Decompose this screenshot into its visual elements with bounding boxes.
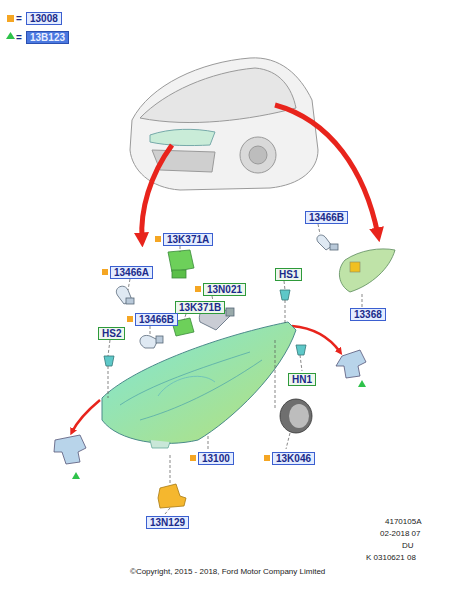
callout-number: 13K371A xyxy=(167,234,209,245)
callout-box: 13466B xyxy=(135,313,178,326)
equals-sign: = xyxy=(16,32,22,43)
red-arrow xyxy=(275,105,378,235)
callout-number: HS1 xyxy=(279,269,298,280)
callout-number: 13K371B xyxy=(179,302,221,313)
drawing-note: ©Copyright, 2015 - 2018, Ford Motor Comp… xyxy=(130,567,325,576)
equals-sign: = xyxy=(16,13,22,24)
red-arrow xyxy=(72,400,100,432)
legend-entry: 13008 xyxy=(26,12,62,25)
cap-grommet xyxy=(280,399,312,433)
callout-number: 13466A xyxy=(114,267,149,278)
part-markers xyxy=(102,236,270,461)
callout-box: 13K371B xyxy=(175,301,225,314)
legend-text: 13008 xyxy=(30,13,58,24)
callout-number: 13N129 xyxy=(150,517,185,528)
callout-box: 13K046 xyxy=(272,452,315,465)
callout-box: 13466B xyxy=(305,211,348,224)
callout-box: HN1 xyxy=(288,373,316,386)
callout-box: 13K371A xyxy=(163,233,213,246)
callout-box: 13368 xyxy=(350,308,386,321)
drawing-note: 4170105A xyxy=(385,517,421,526)
headlamp-assembly xyxy=(102,322,296,448)
mounting-bracket xyxy=(54,435,86,464)
callout-number: 13N021 xyxy=(207,284,242,295)
legend-entry: 13B123 xyxy=(26,31,69,44)
triangle-marker xyxy=(72,472,80,479)
callout-number: 13466B xyxy=(309,212,344,223)
callout-box: 13N021 xyxy=(203,283,246,296)
drawing-note: K 0310621 08 xyxy=(366,553,416,562)
red-arrow xyxy=(142,145,172,240)
callout-number: 13K046 xyxy=(276,453,311,464)
leader-lines xyxy=(108,224,362,514)
callout-number: HS2 xyxy=(102,328,121,339)
callout-number: 13466B xyxy=(139,314,174,325)
drawing-note: 02-2018 07 xyxy=(380,529,420,538)
adjuster-bracket xyxy=(158,484,186,508)
callout-box: 13N129 xyxy=(146,516,189,529)
drawing-note: DU xyxy=(402,541,414,550)
callout-box: 13466A xyxy=(110,266,153,279)
callout-number: HN1 xyxy=(292,374,312,385)
callout-box: 13100 xyxy=(198,452,234,465)
triangle-marker xyxy=(358,380,366,387)
legend-swatch xyxy=(7,15,14,22)
callout-number: 13368 xyxy=(354,309,382,320)
side-repeater xyxy=(339,249,395,292)
repeater-socket xyxy=(350,262,360,272)
callout-number: 13100 xyxy=(202,453,230,464)
legend-triangle xyxy=(6,32,15,39)
mounting-bracket xyxy=(336,350,366,378)
callout-box: HS1 xyxy=(275,268,302,281)
legend-text: 13B123 xyxy=(30,32,65,43)
callout-box: HS2 xyxy=(98,327,125,340)
bulbs xyxy=(104,235,338,366)
